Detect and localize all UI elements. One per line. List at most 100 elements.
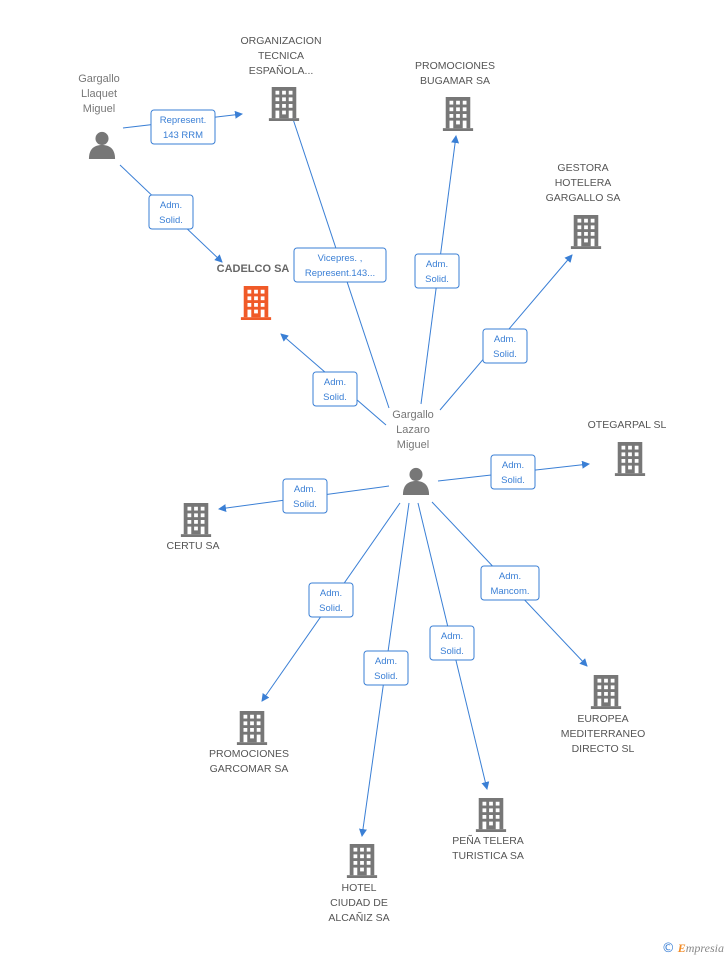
brand-name: mpresia: [685, 941, 724, 955]
building-icon: [236, 711, 268, 745]
person-icon: [402, 467, 430, 495]
node-gestora[interactable]: GESTORA HOTELERA GARGALLO SA: [546, 162, 621, 249]
building-icon: [180, 503, 212, 537]
edge-gargallo_lazaro-to-cadelco: Adm. Solid.: [280, 333, 387, 426]
edge-label-box: [490, 454, 536, 490]
node-certu[interactable]: CERTU SA: [167, 503, 220, 552]
edge-label-line: Solid.: [323, 392, 347, 403]
node-label-line: GARCOMAR SA: [210, 763, 289, 775]
node-label-line: GARGALLO SA: [546, 192, 621, 204]
edge-label-line: 143 RRM: [163, 130, 203, 141]
edge-label-line: Adm.: [160, 200, 182, 211]
node-label-line: ORGANIZACION: [240, 35, 321, 47]
building-icon: [240, 286, 272, 320]
node-label-line: ESPAÑOLA...: [249, 64, 314, 77]
node-org_tecnica[interactable]: ORGANIZACION TECNICA ESPAÑOLA...: [240, 35, 322, 121]
edge-label-line: Adm.: [502, 460, 524, 471]
edge-label-line: Solid.: [319, 603, 343, 614]
edge-label-box: [282, 478, 328, 514]
edge-gargallo_llaquet-to-cadelco: Adm. Solid.: [119, 164, 223, 263]
node-label-line: PEÑA TELERA: [452, 834, 524, 847]
edge-gargallo_lazaro-to-gestora: Adm. Solid.: [439, 254, 573, 411]
edge-label-line: Solid.: [159, 215, 183, 226]
edge-label-box: [308, 582, 354, 618]
edge-label-line: Mancom.: [490, 586, 529, 597]
edge-label-line: Adm.: [426, 259, 448, 270]
edge-gargallo_lazaro-to-hotel_alcaniz: Adm. Solid.: [359, 502, 410, 837]
node-otegarpal[interactable]: OTEGARPAL SL: [588, 419, 667, 476]
edge-gargallo_lazaro-to-certu: Adm. Solid.: [218, 478, 390, 514]
empresia-watermark: © Empresia: [662, 941, 724, 956]
edge-label-line: Solid.: [501, 475, 525, 486]
building-icon: [475, 798, 507, 832]
node-label-line: DIRECTO SL: [572, 743, 635, 755]
edge-label-line: Solid.: [374, 671, 398, 682]
edge-label-line: Solid.: [293, 499, 317, 510]
edge-label-box: [150, 109, 216, 145]
node-label-line: CADELCO SA: [217, 263, 290, 275]
node-label-line: Gargallo: [392, 409, 434, 421]
building-icon: [590, 675, 622, 709]
building-icon: [346, 844, 378, 878]
edge-label-line: Adm.: [324, 377, 346, 388]
building-icon: [268, 87, 300, 121]
copyright-symbol: ©: [661, 941, 675, 956]
node-bugamar[interactable]: PROMOCIONES BUGAMAR SA: [415, 60, 495, 131]
node-label-line: TECNICA: [258, 50, 304, 62]
edge-label-line: Solid.: [440, 646, 464, 657]
building-icon: [614, 442, 646, 476]
node-garcomar[interactable]: PROMOCIONES GARCOMAR SA: [209, 711, 289, 775]
edge-label-line: Vicepres. ,: [318, 253, 363, 264]
edge-label-line: Solid.: [425, 274, 449, 285]
node-label-line: PROMOCIONES: [415, 60, 495, 72]
edge-label-box: [363, 650, 409, 686]
edge-label-line: Represent.: [160, 115, 206, 126]
edge-label-line: Adm.: [320, 588, 342, 599]
edge-gargallo_lazaro-to-garcomar: Adm. Solid.: [261, 502, 401, 702]
node-label-line: Miguel: [83, 103, 115, 115]
node-label-line: TURISTICA SA: [452, 850, 524, 862]
node-label-line: HOTEL: [341, 882, 376, 894]
edge-label-box: [480, 565, 540, 601]
edge-label-line: Adm.: [499, 571, 521, 582]
node-label-line: GESTORA: [557, 162, 608, 174]
edge-label-box: [312, 371, 358, 407]
node-label-line: HOTELERA: [555, 177, 612, 189]
edge-label-line: Adm.: [494, 334, 516, 345]
node-label-line: Llaquet: [81, 88, 117, 100]
edge-label-box: [482, 328, 528, 364]
brand-initial: E: [677, 941, 686, 955]
edge-gargallo_lazaro-to-pena_telera: Adm.Solid.: [417, 502, 490, 790]
node-label-line: CIUDAD DE: [330, 897, 388, 909]
edge-gargallo_lazaro-to-org_tecnica: Vicepres. , Represent.143...: [287, 106, 390, 409]
edge-label-line: Adm.: [294, 484, 316, 495]
edge-label-line: Represent.143...: [305, 268, 375, 279]
building-icon: [442, 97, 474, 131]
edge-label-box: [148, 194, 194, 230]
node-label-line: Lazaro: [396, 424, 430, 436]
edge-label-line: Adm.: [375, 656, 397, 667]
node-label-line: Gargallo: [78, 73, 120, 85]
node-label-line: Miguel: [397, 439, 429, 451]
node-label-line: PROMOCIONES: [209, 748, 289, 760]
node-label-line: BUGAMAR SA: [420, 75, 490, 87]
edge-gargallo_lazaro-to-europea: Adm. Mancom.: [431, 501, 588, 667]
node-cadelco[interactable]: CADELCO SA: [217, 263, 290, 320]
building-icon: [570, 215, 602, 249]
edge-label-box: [414, 253, 460, 289]
edge-label-line: Solid.: [493, 349, 517, 360]
edge-gargallo_llaquet-to-org_tecnica: Represent. 143 RRM: [122, 109, 243, 145]
node-label-line: CERTU SA: [167, 540, 220, 552]
node-pena_telera[interactable]: PEÑA TELERA TURISTICA SA: [452, 798, 524, 862]
edge-label-box: [293, 247, 387, 283]
node-label-line: EUROPEA: [577, 713, 628, 725]
edge-label-box: [429, 625, 475, 661]
edge-gargallo_lazaro-to-otegarpal: Adm. Solid.: [437, 454, 590, 490]
edge-gargallo_lazaro-to-bugamar: Adm. Solid.: [414, 135, 460, 405]
node-label-line: OTEGARPAL SL: [588, 419, 667, 431]
